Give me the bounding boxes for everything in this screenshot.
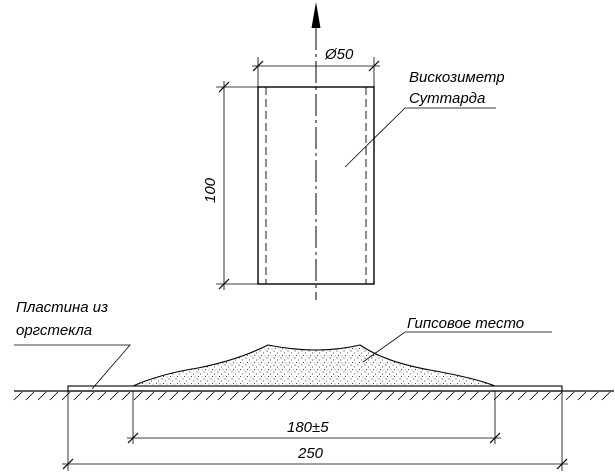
arrow-up-icon bbox=[311, 2, 321, 28]
ground-hatch-stroke bbox=[601, 391, 611, 401]
ground-hatch-stroke bbox=[169, 391, 179, 401]
ground-hatch-stroke bbox=[469, 391, 479, 401]
ground-hatch-stroke bbox=[97, 391, 107, 401]
plate-label-line1: Пластина из bbox=[16, 299, 108, 316]
height-dimension: 100 bbox=[202, 81, 258, 290]
ground-hatch-stroke bbox=[373, 391, 383, 401]
ground-hatch-stroke bbox=[109, 391, 119, 401]
ground-hatch-stroke bbox=[505, 391, 515, 401]
ground-hatch-stroke bbox=[157, 391, 167, 401]
paste-label: Гипсовое тесто bbox=[407, 315, 524, 332]
plate-width-value: 250 bbox=[297, 445, 324, 462]
ground-hatch-stroke bbox=[85, 391, 95, 401]
ground-hatch-stroke bbox=[217, 391, 227, 401]
ground-hatch-stroke bbox=[265, 391, 275, 401]
ground-hatch-stroke bbox=[517, 391, 527, 401]
ground-hatch-stroke bbox=[301, 391, 311, 401]
ground-hatch-stroke bbox=[325, 391, 335, 401]
ground-hatch-stroke bbox=[553, 391, 563, 401]
ground-hatch-stroke bbox=[385, 391, 395, 401]
ground-hatch-stroke bbox=[133, 391, 143, 401]
ground-hatch-stroke bbox=[577, 391, 587, 401]
viscometer-cylinder bbox=[257, 86, 375, 285]
ground-hatch-stroke bbox=[397, 391, 407, 401]
ground-hatch-stroke bbox=[73, 391, 83, 401]
viscometer-label-line1: Вискозиметр bbox=[409, 69, 505, 86]
ground-hatch-stroke bbox=[433, 391, 443, 401]
ground-hatch-stroke bbox=[241, 391, 251, 401]
ground-hatch-stroke bbox=[529, 391, 539, 401]
plate-label-line2: оргстекла bbox=[16, 322, 92, 339]
ground-hatch-stroke bbox=[337, 391, 347, 401]
ground-hatch-stroke bbox=[181, 391, 191, 401]
ground-hatch-stroke bbox=[313, 391, 323, 401]
ground-hatch-stroke bbox=[589, 391, 599, 401]
diameter-dimension: Ø50 bbox=[252, 46, 380, 87]
ground-hatch-stroke bbox=[445, 391, 455, 401]
plexiglass-plate bbox=[67, 385, 563, 392]
plate-width-dimension: 250 bbox=[62, 391, 568, 471]
ground-hatch-stroke bbox=[541, 391, 551, 401]
plate-callout: Пластина из оргстекла bbox=[14, 299, 131, 390]
ground-hatch-stroke bbox=[361, 391, 371, 401]
ground-hatch-stroke bbox=[37, 391, 47, 401]
spread-value: 180±5 bbox=[287, 419, 329, 436]
ground-hatch-stroke bbox=[289, 391, 299, 401]
height-value: 100 bbox=[202, 177, 219, 203]
ground-hatch-stroke bbox=[457, 391, 467, 401]
plaster-paste bbox=[132, 344, 496, 387]
viscometer-callout: Вискозиметр Суттарда bbox=[344, 69, 505, 168]
ground-hatch-stroke bbox=[277, 391, 287, 401]
ground-surface bbox=[13, 390, 614, 401]
ground-hatch-stroke bbox=[421, 391, 431, 401]
ground-hatch-stroke bbox=[481, 391, 491, 401]
ground-hatch-stroke bbox=[25, 391, 35, 401]
ground-hatch-stroke bbox=[205, 391, 215, 401]
ground-hatch-stroke bbox=[193, 391, 203, 401]
ground-hatch-stroke bbox=[13, 391, 23, 401]
viscometer-label-line2: Суттарда bbox=[409, 90, 485, 107]
ground-hatch-stroke bbox=[145, 391, 155, 401]
vertical-axis bbox=[311, 2, 321, 300]
ground-hatch-stroke bbox=[409, 391, 419, 401]
ground-hatch-stroke bbox=[349, 391, 359, 401]
ground-hatch-stroke bbox=[49, 391, 59, 401]
ground-hatch-stroke bbox=[61, 391, 71, 401]
paste-callout: Гипсовое тесто bbox=[362, 315, 552, 363]
ground-hatch-stroke bbox=[565, 391, 575, 401]
diameter-value: Ø50 bbox=[324, 46, 354, 63]
ground-hatch-stroke bbox=[229, 391, 239, 401]
spread-dimension: 180±5 bbox=[127, 391, 501, 444]
ground-hatch-stroke bbox=[121, 391, 131, 401]
ground-hatch-stroke bbox=[253, 391, 263, 401]
